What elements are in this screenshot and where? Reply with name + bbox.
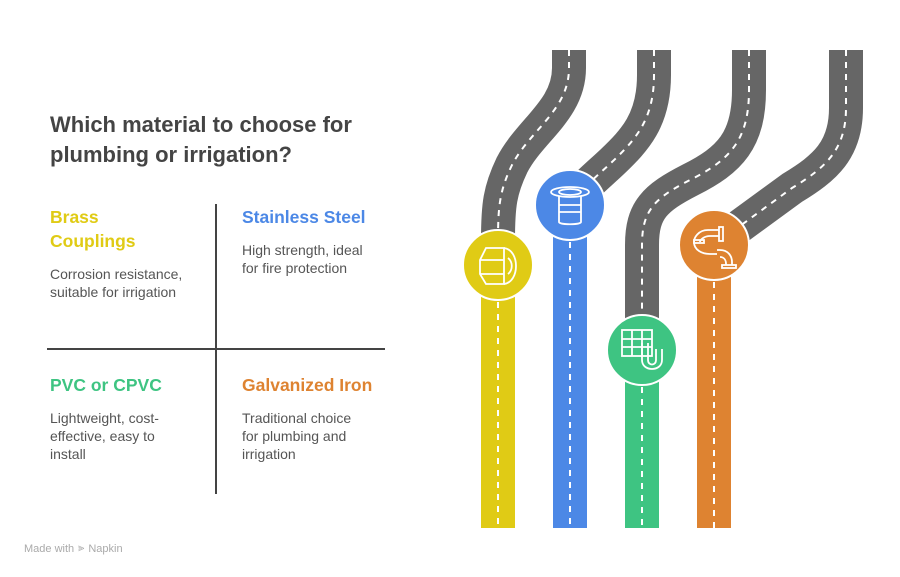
horizontal-divider — [47, 348, 385, 350]
quadrant-body: High strength, ideal for fire protection — [242, 242, 363, 276]
footer-attribution: Made with ⫸ Napkin — [24, 542, 123, 555]
elbow-pipe-icon — [678, 209, 750, 281]
made-with-label: Made with — [24, 542, 75, 555]
quadrant-heading: Stainless Steel — [242, 207, 366, 227]
quadrant-heading: PVC or CPVC — [50, 375, 162, 395]
page-title: Which material to choose for plumbing or… — [50, 112, 352, 167]
quadrant-body: Corrosion resistance, suitable for irrig… — [50, 266, 183, 300]
pipe-flange-icon — [534, 169, 606, 241]
quadrant-body: Traditional choice for plumbing and irri… — [242, 410, 352, 462]
quadrant-heading: Galvanized Iron — [242, 375, 373, 395]
quadrant-pvc-cpvc: PVC or CPVC Lightweight, cost-effective,… — [50, 373, 200, 463]
napkin-logo-icon: ⫸ — [78, 542, 85, 554]
gray-road-3 — [625, 50, 766, 330]
pipe-coupling-icon — [462, 229, 534, 301]
quadrant-body: Lightweight, cost-effective, easy to ins… — [50, 410, 159, 462]
napkin-brand: Napkin — [88, 542, 123, 555]
yellow-road — [481, 265, 515, 528]
gray-road-4 — [703, 50, 863, 259]
quadrant-stainless-steel: Stainless Steel High strength, ideal for… — [242, 205, 392, 277]
quadrant-galvanized-iron: Galvanized Iron Traditional choice for p… — [242, 373, 392, 463]
quadrant-heading: Brass Couplings — [50, 207, 136, 251]
quadrant-brass-couplings: Brass Couplings Corrosion resistance, su… — [50, 205, 182, 301]
orange-road — [697, 245, 731, 528]
blue-road — [553, 205, 587, 528]
pvc-pipe-grid-icon — [606, 314, 678, 386]
gray-road-1 — [481, 50, 586, 241]
